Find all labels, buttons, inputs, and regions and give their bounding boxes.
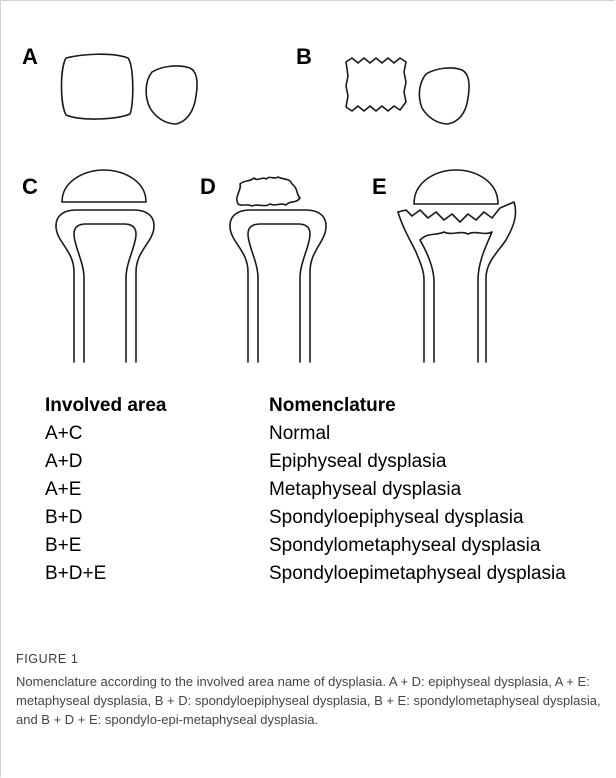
table-row: B+E Spondylometaphyseal dysplasia [45,532,615,560]
vertebra-irregular [346,58,406,111]
long-bone-metaphyseal [398,170,516,362]
table-cell-area: B+D [45,504,269,532]
table-row: B+D Spondyloepiphyseal dysplasia [45,504,615,532]
table-row: A+D Epiphyseal dysplasia [45,448,615,476]
panel-label-a: A [22,44,38,69]
table-header-row: Involved area Nomenclature [45,392,615,420]
panel-label-d: D [200,174,216,199]
table-cell-nomenclature: Metaphyseal dysplasia [269,476,615,504]
figure-caption: FIGURE 1 Nomenclature according to the i… [16,652,601,729]
panel-label-b: B [296,44,312,69]
table-cell-nomenclature: Spondylometaphyseal dysplasia [269,532,615,560]
table-row: A+E Metaphyseal dysplasia [45,476,615,504]
panel-label-c: C [22,174,38,199]
table-cell-area: A+E [45,476,269,504]
table-cell-area: A+D [45,448,269,476]
table-cell-nomenclature: Epiphyseal dysplasia [269,448,615,476]
table-row: B+D+E Spondyloepimetaphyseal dysplasia [45,560,615,588]
long-bone-epiphyseal [230,177,326,362]
long-bone-normal [56,170,154,362]
vertebra-normal [62,54,133,119]
table-cell-nomenclature: Normal [269,420,615,448]
nomenclature-table: Involved area Nomenclature A+C Normal A+… [45,392,615,588]
figure-illustration: A B C D E [0,0,616,380]
table-cell-nomenclature: Spondyloepimetaphyseal dysplasia [269,560,615,588]
table-cell-area: B+E [45,532,269,560]
column-header-involved-area: Involved area [45,392,269,420]
panel-label-e: E [372,174,387,199]
table-cell-nomenclature: Spondyloepiphyseal dysplasia [269,504,615,532]
vertebra-lateral-b [419,68,469,124]
figure-label: FIGURE 1 [16,652,601,666]
table-cell-area: A+C [45,420,269,448]
table-row: A+C Normal [45,420,615,448]
caption-text: Nomenclature according to the involved a… [16,672,601,729]
vertebra-lateral-a [146,66,197,124]
table-cell-area: B+D+E [45,560,269,588]
column-header-nomenclature: Nomenclature [269,392,615,420]
